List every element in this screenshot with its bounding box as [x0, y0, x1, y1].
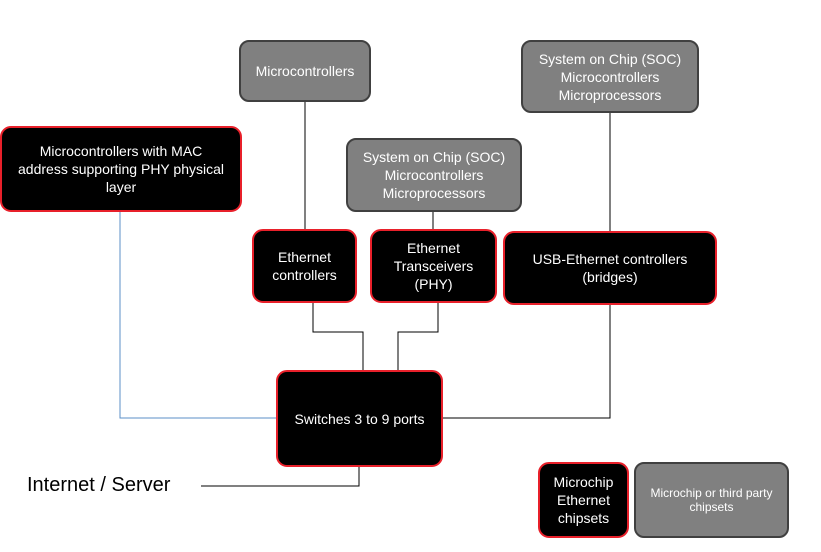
connector-mac-mcu-to-switch: [119, 211, 277, 419]
legend-text-line: chipsets: [689, 500, 734, 514]
internet-server-label: Internet / Server: [27, 474, 171, 496]
node-soc-middle: System on Chip (SOC) Microcontrollers Mi…: [346, 138, 522, 212]
node-text-line: (PHY): [414, 276, 453, 292]
legend-text-line: Ethernet: [557, 492, 610, 508]
connector-usb-ethernet-to-switch: [442, 304, 611, 419]
node-text-line: Microcontrollers with MAC: [39, 143, 203, 159]
node-text-line: Microprocessors: [558, 86, 662, 103]
node-ethernet-transceivers: Ethernet Transceivers (PHY): [370, 229, 497, 303]
node-text-line: Transceivers: [393, 258, 474, 274]
node-ethernet-controllers: Ethernet controllers: [252, 229, 357, 303]
node-text-line: layer: [105, 179, 137, 195]
legend-third-party-chipsets: Microchip or third party chipsets: [634, 462, 789, 538]
node-text-line: Microcontrollers: [255, 63, 355, 79]
node-switches: Switches 3 to 9 ports: [276, 370, 443, 467]
node-text-line: USB-Ethernet controllers: [532, 251, 688, 267]
node-text-line: (bridges): [582, 269, 638, 285]
node-text-line: Microcontrollers: [560, 68, 660, 85]
connector-eth-controllers-to-switch: [312, 302, 364, 372]
node-text-line: Ethernet: [278, 249, 331, 265]
node-text-line: Switches 3 to 9 ports: [294, 410, 425, 427]
node-text-line: controllers: [272, 267, 337, 283]
node-microcontrollers: Microcontrollers: [239, 40, 371, 102]
legend-text-line: Microchip or third party: [650, 486, 773, 500]
node-text-line: System on Chip (SOC): [362, 149, 506, 165]
node-text-line: Microcontrollers: [384, 167, 484, 183]
connector-switch-to-internet: [201, 466, 360, 487]
legend-microchip-chipsets: Microchip Ethernet chipsets: [538, 462, 629, 538]
node-text-line: address supporting PHY physical: [18, 161, 224, 177]
node-mac-microcontrollers: Microcontrollers with MAC address suppor…: [0, 126, 242, 212]
legend-text-line: chipsets: [557, 510, 610, 526]
legend-text-line: Microchip: [553, 474, 614, 490]
node-usb-ethernet-controllers: USB-Ethernet controllers (bridges): [503, 231, 717, 305]
node-text-line: System on Chip (SOC): [538, 50, 682, 67]
node-text-line: Microprocessors: [382, 185, 486, 201]
node-soc-right: System on Chip (SOC) Microcontrollers Mi…: [521, 40, 699, 113]
node-text-line: Ethernet: [407, 240, 460, 256]
connector-transceivers-to-switch: [397, 302, 439, 372]
